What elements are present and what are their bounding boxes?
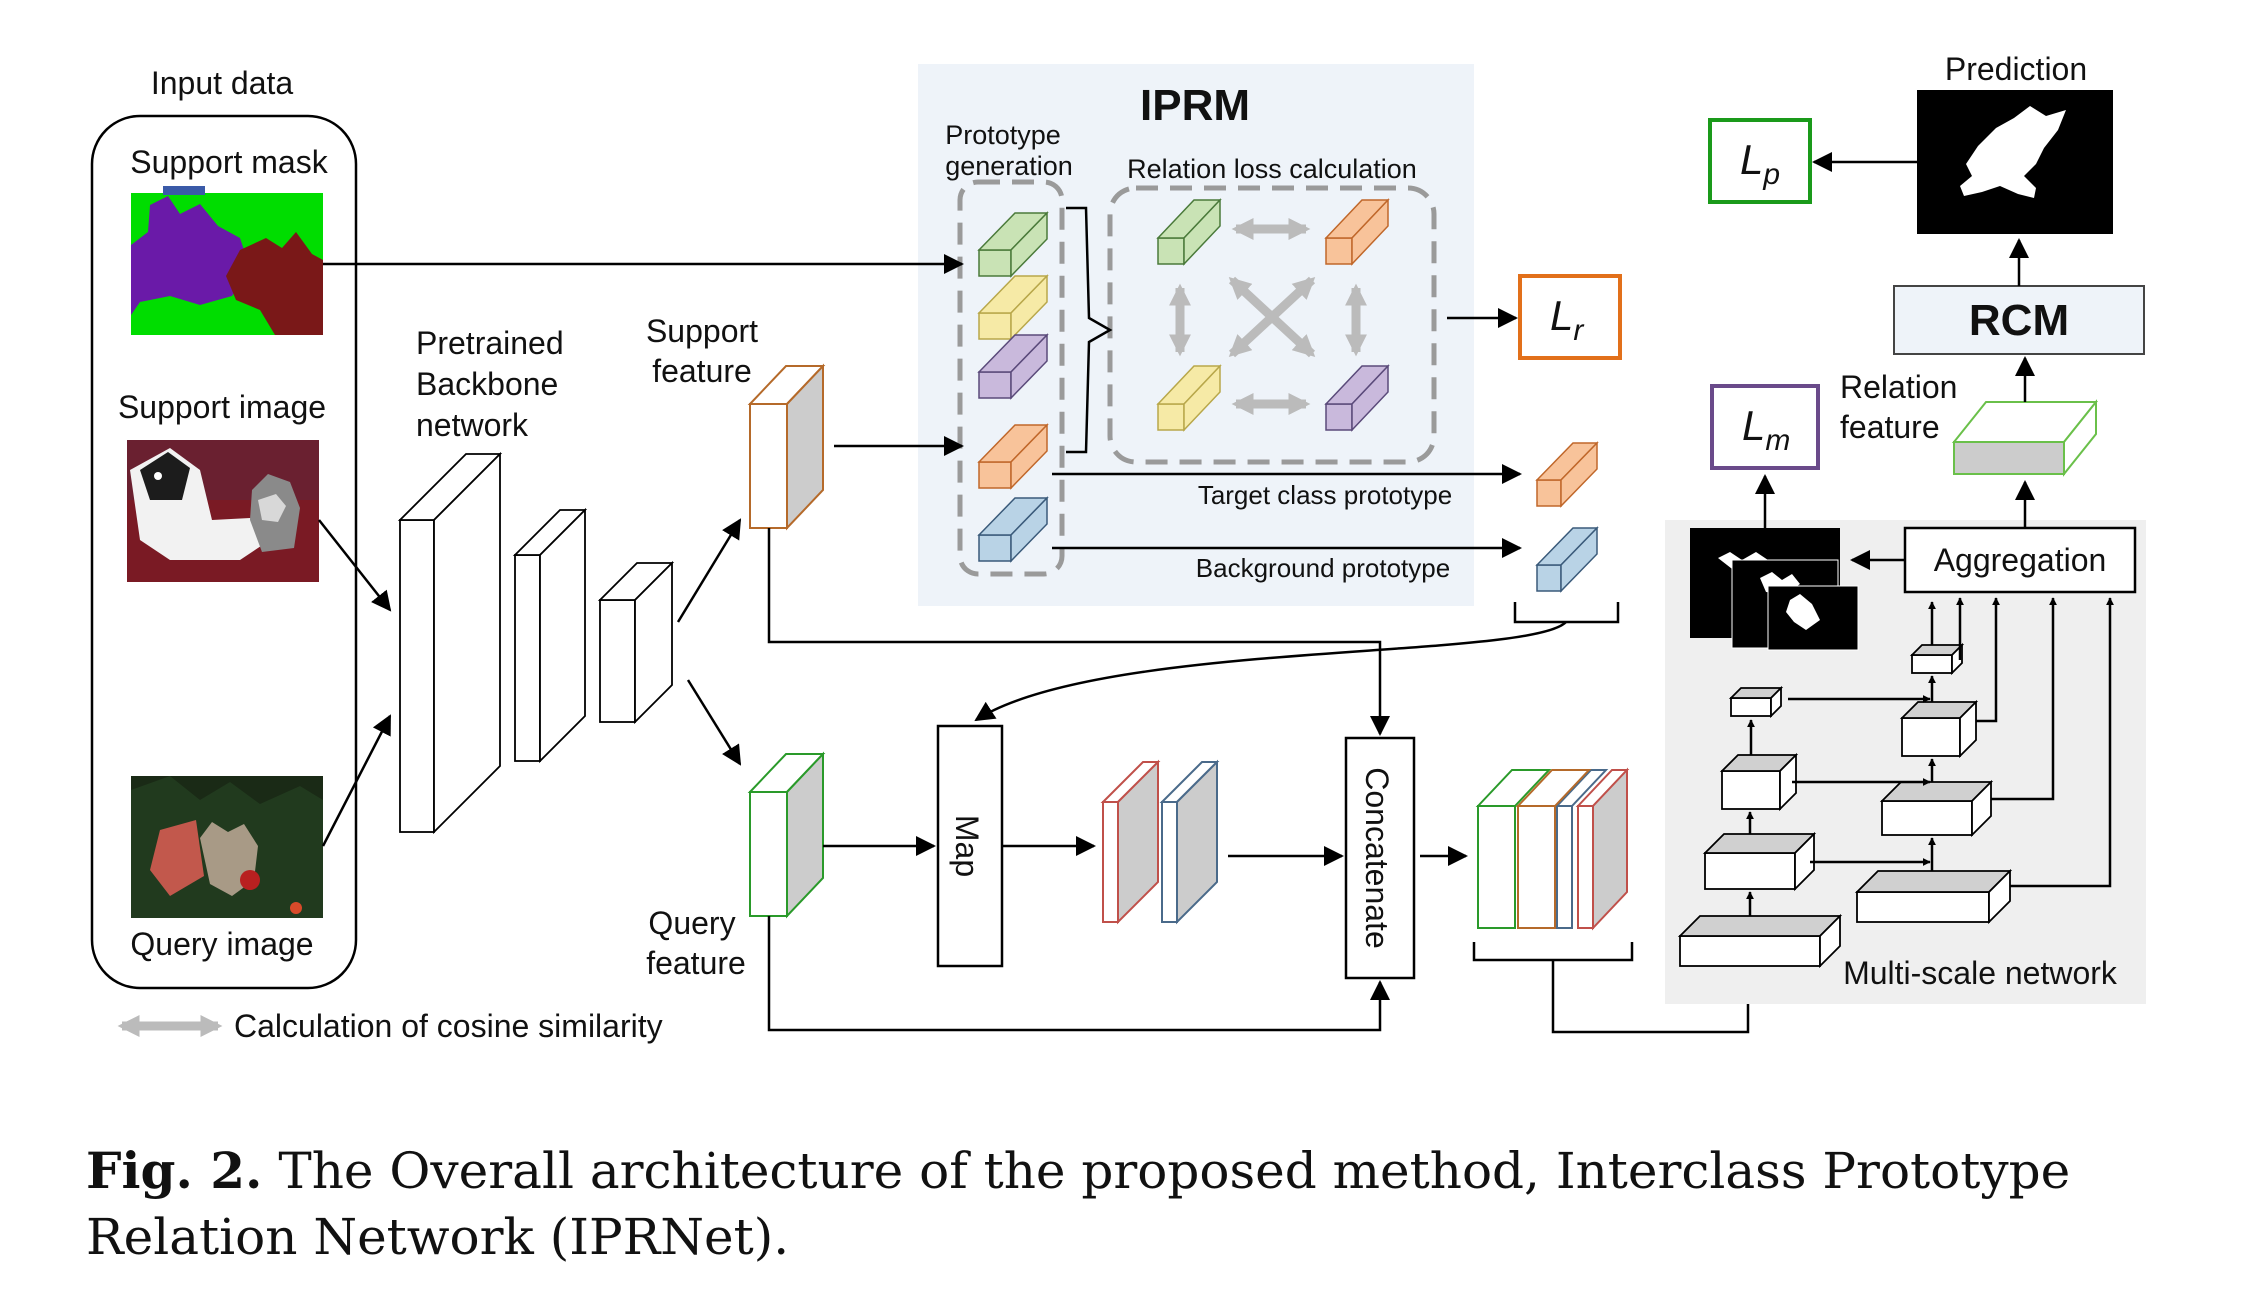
aggregation-label: Aggregation	[1934, 542, 2107, 578]
relation-prototype-orange	[1324, 198, 1390, 266]
arrow-query-feature-to-concat	[767, 916, 1390, 1032]
legend-cosine-label: Calculation of cosine similarity	[234, 1008, 663, 1044]
prototype-yellow	[977, 274, 1049, 341]
backbone-block-3	[597, 560, 675, 725]
concatenate-label: Concatenate	[1359, 767, 1395, 948]
prototype-green	[977, 211, 1049, 278]
relation-feature-label-2: feature	[1840, 409, 1940, 445]
arrow-support-image-to-backbone	[318, 519, 392, 612]
prototype-output-bracket	[1513, 602, 1620, 624]
iprm-title: IPRM	[1140, 81, 1250, 130]
concat-stack-bracket	[1472, 942, 1634, 962]
masked-feature-blue	[1159, 759, 1220, 925]
prototype-generation-label: Prototype	[945, 120, 1061, 150]
prototype-dashed-box	[957, 179, 1065, 577]
lm-label: Lm	[1742, 402, 1790, 457]
ms-left-block-1	[1677, 913, 1843, 969]
background-prototype-output	[1535, 526, 1599, 593]
prototype-blue	[977, 496, 1049, 563]
support-feature-block	[747, 363, 826, 531]
lp-label: Lp	[1740, 136, 1780, 191]
backbone-label-2: Backbone	[416, 366, 558, 402]
arrow-backbone-to-query-feature	[686, 679, 742, 766]
prototype-orange	[977, 423, 1049, 490]
relation-feature-label-1: Relation	[1840, 369, 1957, 405]
arrow-backbone-to-support-feature	[676, 518, 742, 623]
concat-feature-stack	[1475, 767, 1630, 931]
multiscale-connections	[1746, 597, 2114, 916]
input-data-title: Input data	[151, 65, 294, 101]
rcm-box	[1893, 285, 2145, 355]
concatenate-box	[1344, 736, 1416, 980]
backbone-block-1	[397, 451, 503, 835]
prediction-label: Prediction	[1945, 51, 2087, 87]
map-label: Map	[949, 815, 985, 877]
query-feature-block	[747, 751, 826, 919]
lp-box	[1708, 118, 1812, 204]
figure-label: Fig. 2.	[86, 1141, 263, 1200]
lr-box	[1518, 274, 1622, 360]
prototype-purple	[977, 333, 1049, 400]
target-prototype-output	[1535, 441, 1599, 508]
support-feature-label-2: feature	[652, 353, 752, 389]
relation-loss-calculation-label: Relation loss calculation	[1127, 154, 1417, 184]
support-image-label: Support image	[118, 389, 326, 425]
ms-left-block-3	[1719, 752, 1799, 812]
support-image-photo	[127, 440, 319, 582]
support-mask-label: Support mask	[130, 144, 328, 180]
brace	[1066, 206, 1113, 454]
multiscale-mask-predictions	[1690, 528, 1859, 651]
query-feature-label-1: Query	[648, 905, 735, 941]
map-box	[936, 724, 1004, 968]
support-mask-image	[131, 186, 323, 335]
lr-label: Lr	[1550, 292, 1584, 347]
backbone-label-1: Pretrained	[416, 325, 564, 361]
relation-prototype-yellow	[1156, 364, 1222, 432]
input-data-panel	[90, 114, 358, 990]
figure-caption: Fig. 2. The Overall architecture of the …	[86, 1138, 2186, 1270]
query-image-photo	[131, 776, 323, 918]
lm-box	[1710, 384, 1820, 470]
masked-feature-red	[1100, 759, 1161, 925]
figure-caption-text: The Overall architecture of the proposed…	[86, 1142, 2071, 1266]
target-class-prototype-label: Target class prototype	[1198, 480, 1452, 510]
aggregation-box	[1903, 526, 2137, 594]
ms-right-block-4	[1909, 642, 1965, 676]
background-prototype-label: Background prototype	[1196, 553, 1450, 583]
relation-dashed-box	[1107, 185, 1437, 465]
ms-left-block-4	[1728, 685, 1784, 719]
relation-prototype-purple	[1324, 364, 1390, 432]
backbone-label-3: network	[416, 407, 529, 443]
relation-feature-block	[1951, 399, 2099, 477]
ms-left-block-2	[1702, 831, 1817, 892]
query-feature-label-2: feature	[646, 945, 746, 981]
ms-right-block-2	[1879, 779, 1994, 838]
arrow-prototypes-to-map	[974, 621, 1567, 722]
relation-prototype-green	[1156, 198, 1222, 266]
prediction-mask-shape	[1960, 106, 2066, 198]
arrow-support-feature-to-concat	[767, 528, 1390, 736]
support-feature-label-1: Support	[646, 313, 758, 349]
arrow-query-image-to-backbone	[321, 714, 392, 847]
ms-right-block-1	[1854, 868, 2013, 925]
backbone-block-2	[512, 507, 588, 764]
rcm-label: RCM	[1969, 296, 2069, 345]
query-image-label: Query image	[130, 926, 313, 962]
cosine-similarity-arrows	[1169, 218, 1367, 415]
ms-right-block-3	[1899, 699, 1979, 759]
multiscale-label: Multi-scale network	[1843, 955, 2118, 991]
prototype-generation-label-2: generation	[945, 151, 1073, 181]
